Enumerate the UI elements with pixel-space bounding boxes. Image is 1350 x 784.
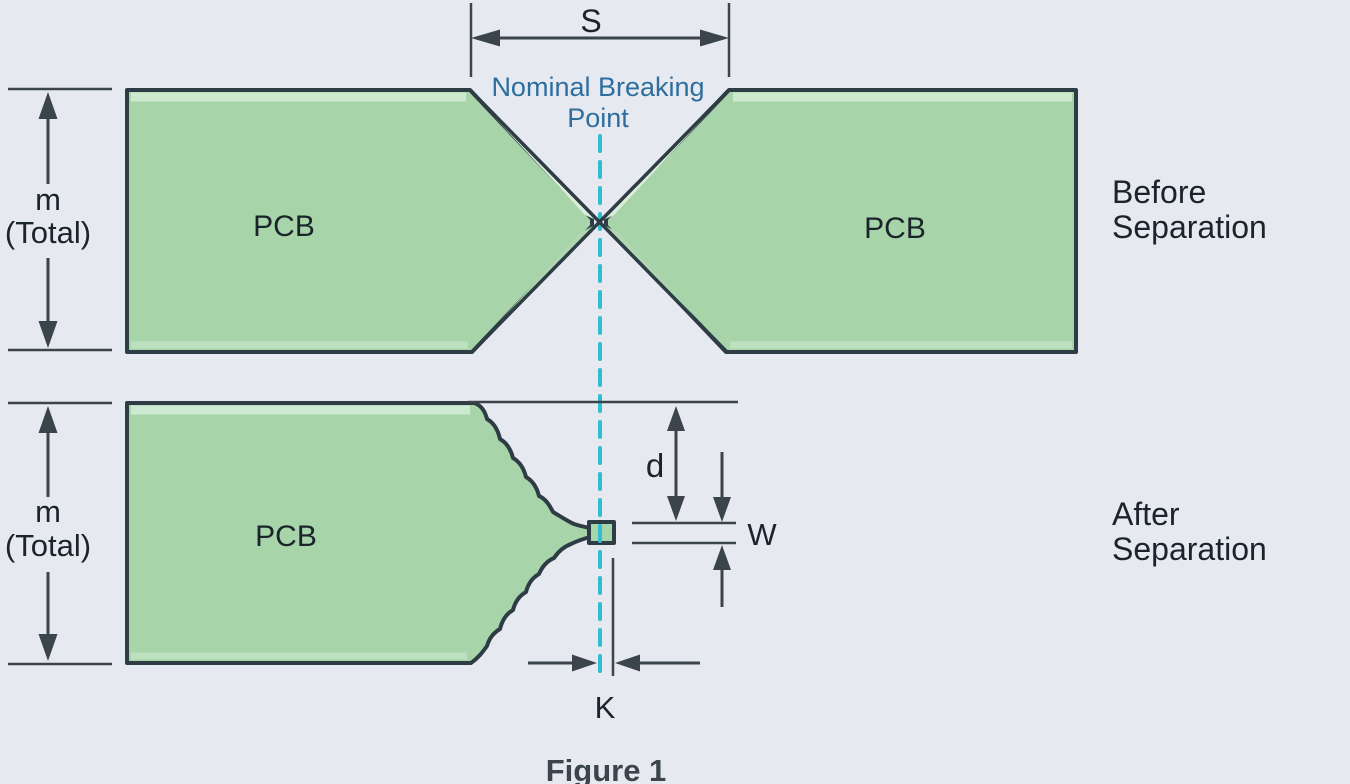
w-dimension xyxy=(632,452,736,607)
arrowhead-down xyxy=(38,634,58,661)
d-dimension xyxy=(468,400,738,521)
before-separation-label-line1: Before xyxy=(1112,174,1206,210)
s-dimension-label: S xyxy=(580,3,601,39)
arrowhead-up xyxy=(667,406,685,431)
arrowhead-up xyxy=(713,545,731,570)
v-cut-line-right xyxy=(470,88,731,354)
arrowhead-left xyxy=(471,29,500,47)
m-total-dimension-bottom xyxy=(8,401,112,666)
k-dimension xyxy=(528,558,700,676)
m-total-label-bottom-line2: (Total) xyxy=(5,528,91,563)
arrowhead-down xyxy=(38,321,58,348)
after-separation-label-line2: Separation xyxy=(1112,531,1267,567)
d-dimension-label: d xyxy=(646,447,664,484)
m-total-dimension-top xyxy=(8,87,112,352)
arrowhead-up xyxy=(38,406,58,433)
arrowhead-right xyxy=(700,29,729,47)
m-total-label-top-line1: m xyxy=(35,182,61,217)
s-dimension xyxy=(469,3,731,77)
arrowhead-up xyxy=(38,92,58,119)
before-separation-label-line2: Separation xyxy=(1112,209,1267,245)
k-dimension-label: K xyxy=(595,690,616,725)
arrowhead-left xyxy=(615,654,640,672)
m-total-label-bottom-line1: m xyxy=(35,494,61,529)
figure-caption: Figure 1 xyxy=(546,753,667,784)
w-dimension-label: W xyxy=(747,517,777,552)
pcb-label-top-right: PCB xyxy=(864,212,926,245)
nominal-breaking-point-label-line2: Point xyxy=(567,103,629,133)
arrowhead-right xyxy=(572,654,597,672)
arrowhead-down xyxy=(713,497,731,522)
m-total-label-top-line2: (Total) xyxy=(5,215,91,250)
pcb-label-top-left: PCB xyxy=(253,210,315,243)
nominal-breaking-point-label-line1: Nominal Breaking xyxy=(491,72,704,102)
after-separation-label-line1: After xyxy=(1112,496,1180,532)
pcb-label-after: PCB xyxy=(255,520,317,553)
arrowhead-down xyxy=(667,496,685,521)
